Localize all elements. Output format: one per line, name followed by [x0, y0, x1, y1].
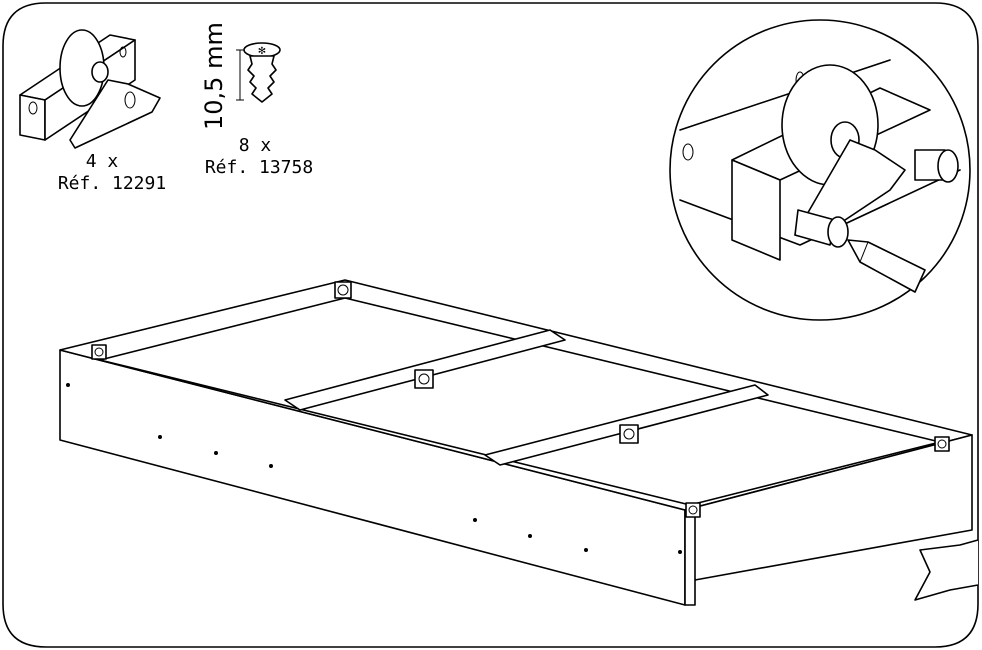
frame-caster-5: [934, 436, 950, 452]
screwdriver-icon: [847, 239, 926, 293]
frame-caster-3: [414, 369, 434, 389]
part-2-ref: Réf. 13758: [204, 157, 314, 178]
frame-caster-6: [685, 502, 701, 518]
part-2-qty: 8 x: [238, 135, 272, 156]
svg-text:✻: ✻: [258, 46, 266, 57]
screw-length-label: 10,5 mm: [200, 22, 228, 130]
part-1-ref: Réf. 12291: [57, 173, 167, 194]
screw-icon: ✻: [236, 42, 281, 103]
frame-caster-1: [334, 281, 352, 299]
next-page-arrow-icon: [914, 539, 979, 601]
frame-caster-4: [619, 424, 639, 444]
detail-magnifier: [669, 19, 971, 321]
part-1-qty: 4 x: [85, 151, 119, 172]
frame-caster-2: [91, 344, 107, 360]
caster-wheel-icon: [19, 29, 161, 149]
bed-frame: [59, 279, 973, 606]
